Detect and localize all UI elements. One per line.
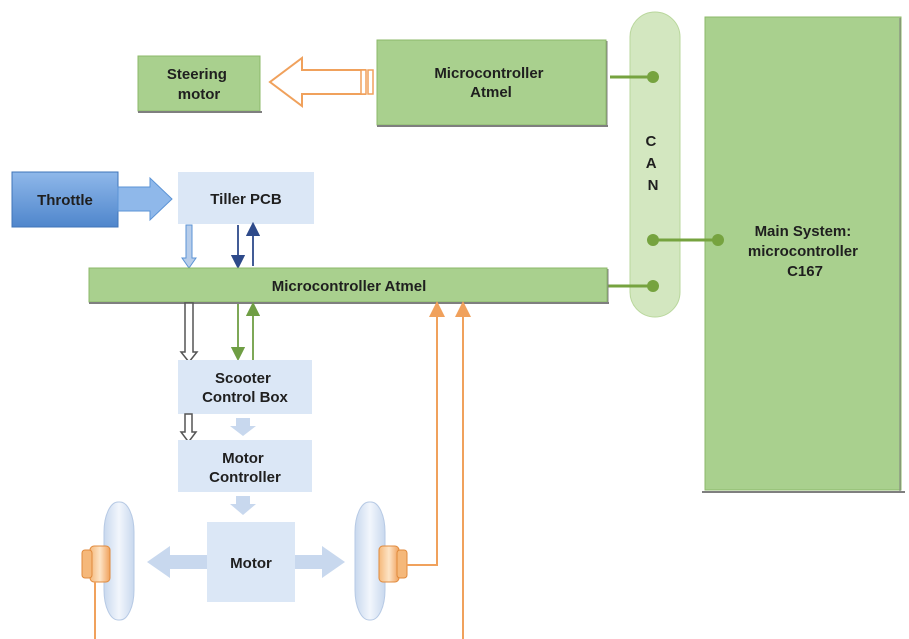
tiller-to-mcu-bus-arrow bbox=[181, 224, 197, 269]
right-wheel bbox=[354, 501, 408, 621]
can-bus: C A N bbox=[629, 11, 681, 318]
scooter-control-box: Scooter Control Box bbox=[178, 360, 312, 414]
left-wheel bbox=[81, 501, 135, 621]
controller-to-motor-arrow bbox=[230, 496, 256, 515]
microcontroller-main-block: Microcontroller Atmel bbox=[88, 267, 609, 304]
can-label: C A N bbox=[645, 133, 660, 194]
steering-motor-label: Steering motor bbox=[167, 66, 231, 103]
throttle-label: Throttle bbox=[37, 192, 93, 209]
main-system-label: Main System: microcontroller C167 bbox=[748, 223, 862, 280]
main-system-block: Main System: microcontroller C167 bbox=[702, 16, 905, 493]
steering-motor-block: Steering motor bbox=[137, 55, 262, 113]
motor-controller-label: Motor Controller bbox=[209, 450, 281, 486]
motor-left-drive-arrow bbox=[147, 546, 207, 578]
can-connection-top bbox=[610, 71, 659, 83]
microcontroller-top-label: Microcontroller Atmel bbox=[434, 65, 547, 101]
motor-label: Motor bbox=[230, 555, 272, 572]
scooter-to-controller-bus-arrow bbox=[179, 413, 198, 444]
microcontroller-main-label: Microcontroller Atmel bbox=[272, 278, 426, 295]
right-wheel-sensor-arrow bbox=[406, 301, 445, 566]
throttle-arrow bbox=[117, 176, 173, 222]
tiller-pcb-label: Tiller PCB bbox=[210, 191, 282, 208]
throttle-block: Throttle bbox=[11, 171, 119, 228]
microcontroller-top-block: Microcontroller Atmel bbox=[376, 39, 608, 127]
motor-controller-block: Motor Controller bbox=[178, 440, 312, 492]
motor-block: Motor bbox=[207, 522, 295, 602]
scooter-control-box-label: Scooter Control Box bbox=[202, 370, 288, 406]
mcu-to-scooter-bus-arrow bbox=[179, 302, 199, 364]
tiller-pcb-block: Tiller PCB bbox=[178, 172, 314, 224]
scooter-to-controller-arrow bbox=[230, 418, 256, 436]
motor-right-drive-arrow bbox=[295, 546, 345, 578]
steering-command-arrow bbox=[268, 56, 374, 108]
can-connection-main-system bbox=[647, 234, 724, 246]
